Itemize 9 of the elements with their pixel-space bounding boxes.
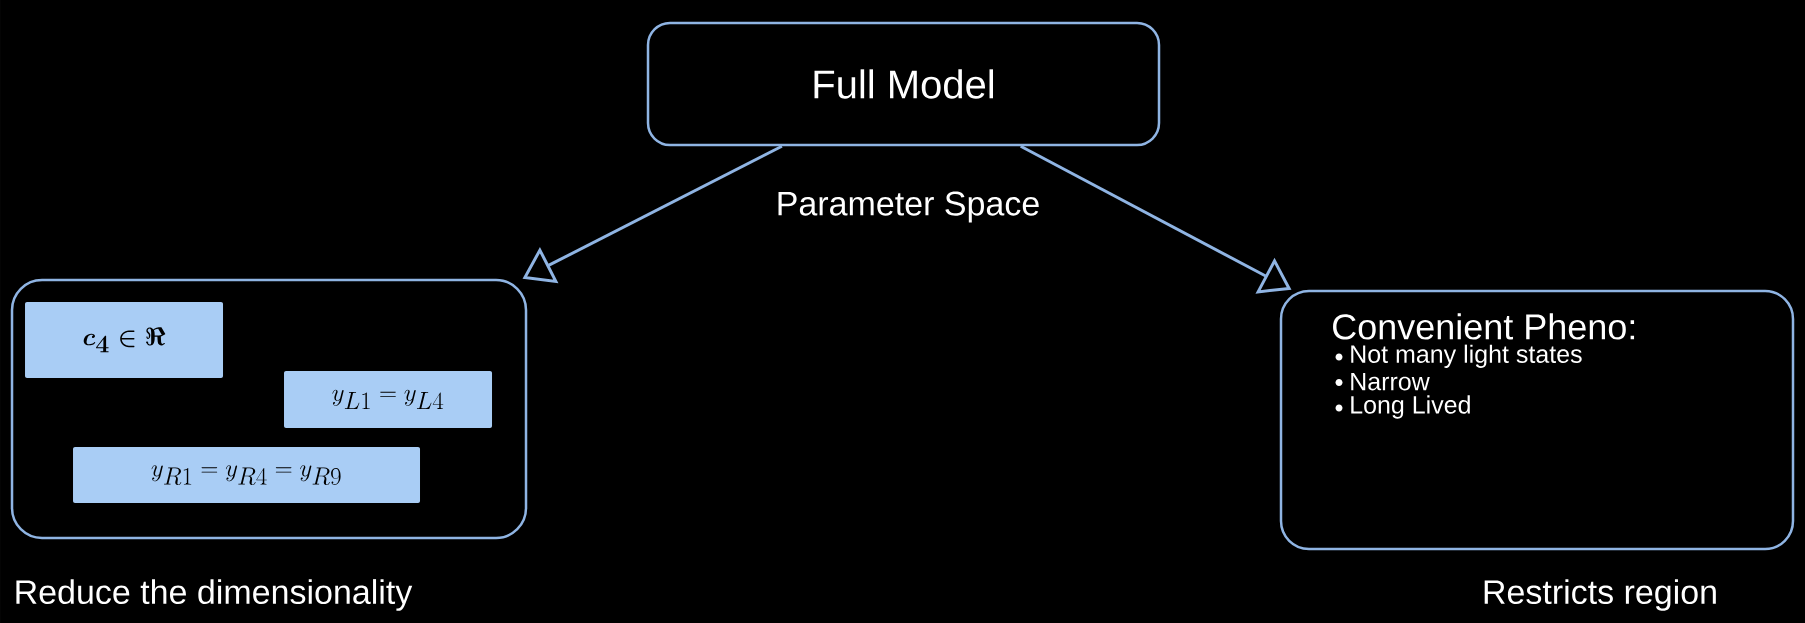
process-box: Full Model (646, 21, 1161, 147)
formula-box: $y_{R1} = y_{R4} = y_{R9}$ (73, 447, 420, 503)
node-label: Parameter Space (778, 191, 1039, 223)
formula-box: $\boldsymbol{c_4 \in \Re}$ (25, 302, 223, 378)
group-box (10, 278, 528, 540)
text-box: Convenient Pheno: Not many light states Narrow Long Lived (1279, 289, 1795, 551)
node-label: Restricts region (1484, 579, 1716, 611)
formula-box: $y_{L1} = y_{L4}$ (284, 371, 492, 428)
node-label: Reduce the dimensionality (16, 579, 413, 611)
